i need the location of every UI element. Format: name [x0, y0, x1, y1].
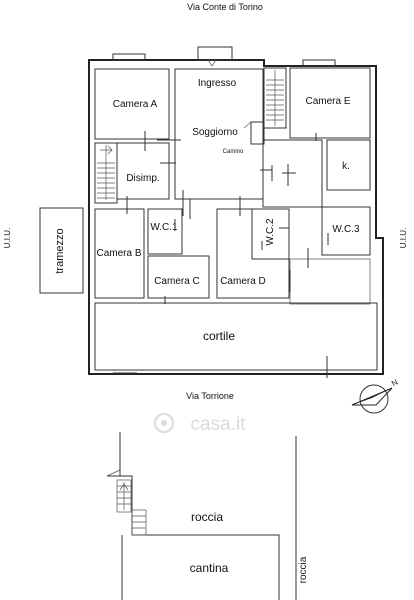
- street-top-label: Via Conte di Torino: [187, 2, 263, 12]
- room-label-camera-e: Camera E: [305, 96, 350, 107]
- room-label-camera-b: Camera B: [96, 248, 141, 259]
- room-label-cortile: cortile: [203, 329, 235, 343]
- basement-label-cantina: cantina: [190, 561, 229, 575]
- main-floor-walls: [88, 46, 384, 375]
- north-compass-icon: N: [351, 377, 400, 414]
- tramezzo-label: tramezzo: [54, 228, 66, 273]
- basement-stairs: [116, 479, 147, 536]
- watermark: casa.it: [154, 413, 247, 435]
- side-label-left: U.I.U.: [3, 228, 12, 248]
- door-marks: [113, 65, 334, 378]
- tramezzo-box: tramezzo: [39, 207, 84, 294]
- basement-label-roccia-side: roccia: [298, 556, 309, 583]
- room-label-kitchen: k.: [342, 161, 350, 172]
- room-label-ingresso: Ingresso: [198, 78, 237, 89]
- room-label-camera-a: Camera A: [113, 99, 158, 110]
- compass-north-label: N: [390, 377, 400, 388]
- basement-label-roccia: roccia: [191, 510, 223, 524]
- side-label-right: U.I.U.: [399, 228, 408, 248]
- room-label-wc2: W.C.2: [265, 218, 276, 246]
- stairs-left: [97, 145, 115, 200]
- stairs-right: [266, 70, 284, 126]
- room-label-camera-c: Camera C: [154, 276, 200, 287]
- room-label-disimp: Disimp.: [126, 173, 159, 184]
- watermark-text: casa.it: [191, 414, 247, 435]
- room-label-camera-d: Camera D: [220, 276, 266, 287]
- room-label-wc3: W.C.3: [332, 224, 360, 235]
- street-bottom-label: Via Torrione: [186, 391, 234, 401]
- room-label-soggiorno: Soggiorno: [192, 127, 238, 138]
- room-label-camino: Camino: [223, 149, 244, 155]
- room-label-wc1: W.C.1: [150, 222, 178, 233]
